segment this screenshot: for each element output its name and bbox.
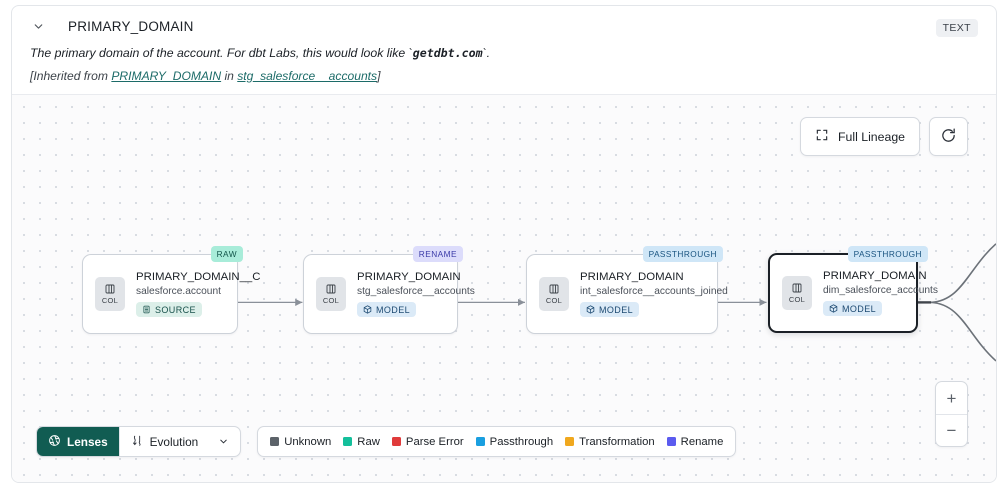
lineage-node[interactable]: PASSTHROUGH COL PRIMARY_DOMAIN int_sales… bbox=[526, 246, 728, 334]
column-chip-label: COL bbox=[322, 296, 340, 305]
node-tag: PASSTHROUGH bbox=[847, 246, 928, 262]
legend-item: Rename bbox=[666, 435, 724, 448]
lenses-button[interactable]: Lenses bbox=[37, 427, 119, 456]
lineage-node[interactable]: RAW COL PRIMARY_DOMAIN__C salesforce.acc… bbox=[82, 246, 261, 334]
inherited-model-link[interactable]: stg_salesforce__accounts bbox=[237, 68, 378, 83]
cube-icon bbox=[829, 304, 838, 313]
node-kind-label: SOURCE bbox=[155, 304, 196, 315]
zoom-controls: + − bbox=[935, 381, 968, 447]
canvas-top-controls: Full Lineage bbox=[800, 117, 968, 156]
legend-item: Raw bbox=[343, 436, 380, 448]
legend-swatch bbox=[391, 437, 401, 446]
legend-label: Transformation bbox=[579, 435, 655, 448]
description-suffix: `. bbox=[482, 46, 491, 60]
status-badge: TEXT bbox=[935, 19, 978, 37]
legend-label: Parse Error bbox=[405, 435, 464, 448]
cube-icon bbox=[363, 305, 372, 314]
legend-item: Passthrough bbox=[475, 435, 554, 448]
database-icon bbox=[142, 305, 151, 314]
inherited-note: [Inherited from PRIMARY_DOMAIN in stg_sa… bbox=[30, 69, 978, 83]
column-icon: COL bbox=[95, 277, 125, 311]
node-kind-label: MODEL bbox=[376, 304, 411, 315]
node-subtitle: salesforce.account bbox=[136, 286, 221, 297]
node-subtitle: stg_salesforce__accounts bbox=[357, 286, 475, 297]
node-subtitle: int_salesforce__accounts_joined bbox=[580, 286, 728, 297]
node-title: PRIMARY_DOMAIN bbox=[357, 271, 461, 283]
page-title: PRIMARY_DOMAIN bbox=[68, 18, 194, 34]
full-lineage-label: Full Lineage bbox=[838, 129, 905, 144]
legend-label: Unknown bbox=[284, 435, 332, 448]
legend-label: Raw bbox=[357, 435, 380, 448]
legend-swatch bbox=[565, 437, 575, 446]
legend-swatch bbox=[475, 437, 485, 446]
legend-item: Parse Error bbox=[391, 435, 464, 448]
expand-icon bbox=[815, 128, 829, 145]
legend-swatch bbox=[666, 437, 676, 446]
node-tag: RENAME bbox=[412, 246, 463, 262]
node-kind-label: MODEL bbox=[842, 303, 877, 314]
node-kind-label: MODEL bbox=[599, 304, 634, 315]
lenses-evolution-group: Lenses Evolution bbox=[36, 426, 242, 457]
column-icon: COL bbox=[316, 277, 346, 311]
chevron-down-icon bbox=[218, 436, 229, 447]
node-title: PRIMARY_DOMAIN bbox=[580, 271, 684, 283]
column-icon: COL bbox=[782, 276, 812, 310]
legend-item: Unknown bbox=[270, 436, 331, 448]
column-chip-label: COL bbox=[101, 296, 119, 305]
cube-icon bbox=[586, 305, 595, 314]
inherited-column-link[interactable]: PRIMARY_DOMAIN bbox=[111, 68, 222, 83]
evolution-icon bbox=[131, 434, 144, 450]
node-kind-badge: SOURCE bbox=[136, 302, 202, 317]
legend-label: Passthrough bbox=[489, 435, 554, 448]
zoom-in-button[interactable]: + bbox=[946, 388, 957, 408]
inherited-suffix: ] bbox=[377, 68, 381, 83]
evolution-dropdown[interactable]: Evolution bbox=[118, 427, 241, 456]
description-code: getdbt.com bbox=[412, 46, 483, 60]
evolution-label: Evolution bbox=[149, 434, 199, 449]
panel-header: PRIMARY_DOMAIN TEXT The primary domain o… bbox=[12, 6, 996, 93]
lineage-edges bbox=[237, 243, 996, 362]
node-title: PRIMARY_DOMAIN__C bbox=[136, 271, 261, 283]
node-subtitle: dim_salesforce_accounts bbox=[823, 285, 938, 296]
inherited-prefix: [Inherited from bbox=[30, 68, 112, 83]
column-description: The primary domain of the account. For d… bbox=[30, 45, 978, 62]
node-kind-badge: MODEL bbox=[357, 302, 417, 317]
node-title: PRIMARY_DOMAIN bbox=[823, 270, 927, 282]
node-kind-badge: MODEL bbox=[580, 302, 640, 317]
chevron-down-icon[interactable] bbox=[30, 18, 46, 34]
node-kind-badge: MODEL bbox=[823, 301, 883, 316]
lineage-canvas[interactable]: RAW COL PRIMARY_DOMAIN__C salesforce.acc… bbox=[12, 94, 996, 482]
lineage-node-selected[interactable]: PASSTHROUGH COL PRIMARY_DOMAIN dim_sales… bbox=[768, 246, 938, 333]
inherited-middle: in bbox=[221, 68, 238, 83]
column-chip-label: COL bbox=[545, 296, 563, 305]
lineage-legend: Unknown Raw Parse Error Passthrough Tran… bbox=[257, 426, 737, 457]
description-prefix: The primary domain of the account. For d… bbox=[30, 46, 413, 60]
full-lineage-button[interactable]: Full Lineage bbox=[800, 117, 920, 156]
column-detail-panel: PRIMARY_DOMAIN TEXT The primary domain o… bbox=[11, 5, 997, 483]
lenses-label: Lenses bbox=[67, 434, 108, 449]
aperture-icon bbox=[48, 434, 61, 450]
canvas-bottom-bar: Lenses Evolution Unknown bbox=[36, 426, 737, 457]
node-tag: RAW bbox=[210, 246, 243, 262]
legend-label: Rename bbox=[680, 435, 724, 448]
refresh-button[interactable] bbox=[929, 117, 968, 156]
legend-item: Transformation bbox=[565, 436, 655, 448]
node-tag: PASSTHROUGH bbox=[642, 246, 723, 262]
lineage-node[interactable]: RENAME COL PRIMARY_DOMAIN stg_salesforce… bbox=[303, 246, 475, 334]
legend-swatch bbox=[270, 437, 280, 446]
column-chip-label: COL bbox=[788, 295, 806, 304]
zoom-out-button[interactable]: − bbox=[936, 414, 967, 446]
column-icon: COL bbox=[539, 277, 569, 311]
legend-swatch bbox=[343, 437, 353, 446]
refresh-icon bbox=[940, 127, 957, 147]
